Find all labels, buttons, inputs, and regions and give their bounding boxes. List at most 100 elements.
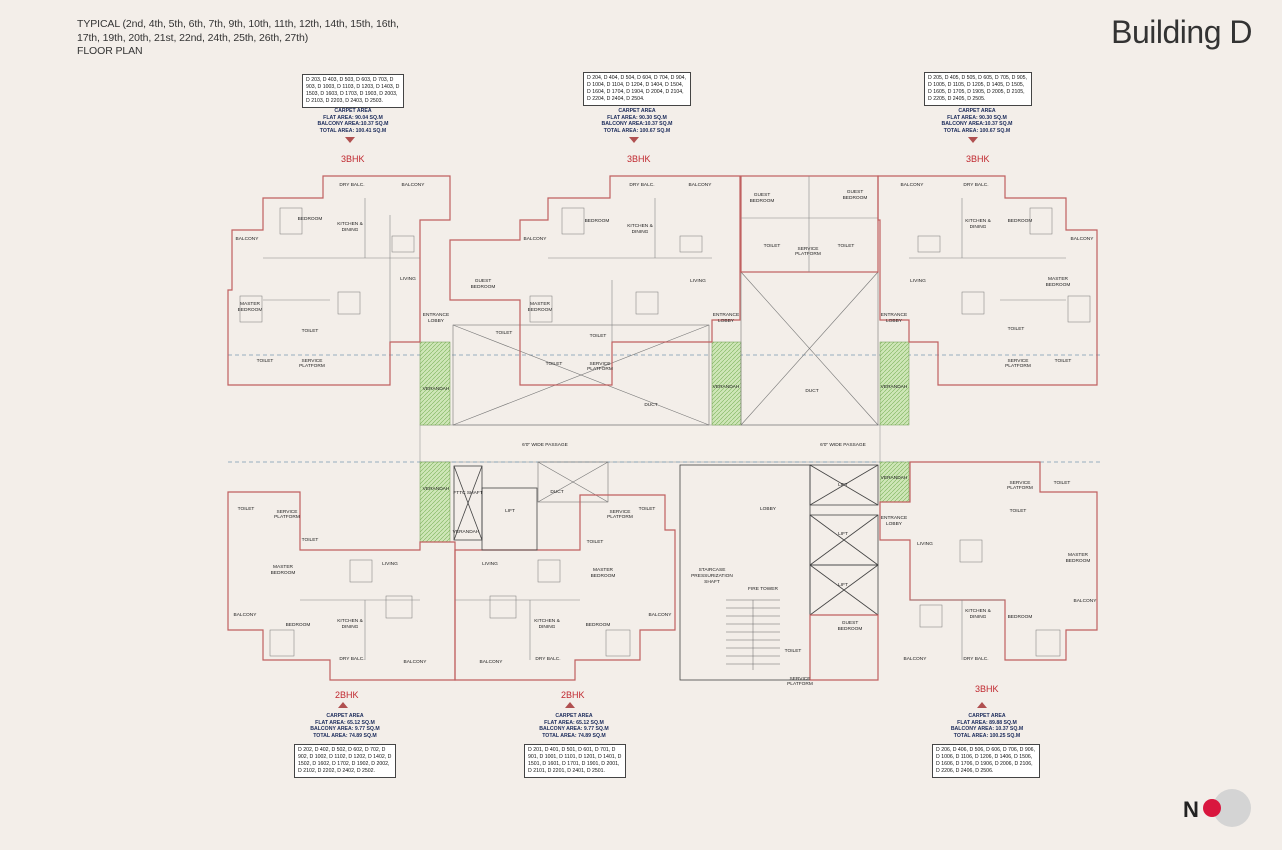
balcony-area: BALCONY AREA: 9.77 SQ.M [310, 726, 380, 732]
carpet-label: CARPET AREA [334, 108, 372, 114]
svg-text:DINING: DINING [342, 227, 359, 233]
label-fttc: FTTC SHAFT [453, 490, 482, 496]
area-bottom-mid: CARPET AREA FLAT AREA: 65.12 SQ.M BALCON… [519, 713, 629, 739]
label-balcony-tl2: BALCONY [236, 236, 260, 242]
label-passage-2: 6'0" WIDE PASSAGE [820, 442, 866, 448]
svg-text:DINING: DINING [539, 624, 556, 630]
unit-list-top-right: D 205, D 405, D 505, D 605, D 705, D 905… [924, 72, 1032, 106]
unit-list-bottom-left: D 202, D 402, D 502, D 602, D 702, D 902… [294, 744, 396, 778]
label-balcony-bm: BALCONY [649, 612, 673, 618]
svg-text:SHAFT: SHAFT [704, 579, 720, 585]
svg-text:PLATFORM: PLATFORM [1007, 485, 1033, 491]
label-verandah-4: VERANDAH [423, 486, 450, 492]
central-passage [228, 354, 1100, 463]
total-area: TOTAL AREA: 100.25 SQ.M [953, 732, 1021, 739]
svg-text:PLATFORM: PLATFORM [795, 251, 821, 257]
label-service-bl: SERVICE [277, 509, 298, 515]
unit-type-bottom-mid: 2BHK [561, 690, 585, 700]
label-verandah-6: VERANDAH [881, 475, 908, 481]
svg-text:BEDROOM: BEDROOM [1046, 282, 1071, 288]
label-guest-c2: GUEST [847, 189, 864, 195]
label-service-br0: SERVICE [790, 676, 811, 682]
svg-text:LOBBY: LOBBY [886, 318, 903, 324]
label-guest-tm: GUEST [475, 278, 492, 284]
flat-area: FLAT AREA: 89.88 SQ.M [957, 719, 1017, 726]
label-balcony-tm: BALCONY [689, 182, 713, 188]
building-name: Building D [1111, 14, 1252, 50]
label-kitchen-tr: KITCHEN & [965, 218, 991, 224]
label-living-bm: LIVING [482, 561, 498, 567]
label-entrance-2: ENTRANCE [713, 312, 739, 318]
svg-text:PLATFORM: PLATFORM [299, 363, 325, 369]
label-balcony-tr2: BALCONY [1071, 236, 1095, 242]
svg-text:BEDROOM: BEDROOM [591, 573, 616, 579]
label-kitchen-tm: KITCHEN & [627, 223, 653, 229]
flat-area: FLAT AREA: 90.30 SQ.M [607, 114, 667, 121]
total-area: TOTAL AREA: 100.67 SQ.M [603, 127, 671, 134]
label-dry-balc-tm: DRY BALC. [629, 182, 654, 188]
label-kitchen-br: KITCHEN & [965, 608, 991, 614]
svg-text:LOBBY: LOBBY [718, 318, 735, 324]
unit-type-top-mid: 3BHK [627, 154, 651, 164]
label-duct-1: DUCT [644, 402, 657, 408]
unit-bottom-right-walls [809, 461, 1098, 681]
balcony-area: BALCONY AREA: 10.37 SQ.M [950, 726, 1024, 732]
svg-text:BEDROOM: BEDROOM [838, 626, 863, 632]
label-staircase: STAIRCASE [699, 567, 726, 573]
flat-area: FLAT AREA: 90.30 SQ.M [947, 114, 1007, 121]
title-line-2: 17th, 19th, 20th, 21st, 22nd, 24th, 25th… [77, 31, 309, 44]
label-balcony-bl2: BALCONY [404, 659, 428, 665]
svg-text:DINING: DINING [970, 614, 987, 620]
balcony-area: BALCONY AREA:10.37 SQ.M [317, 121, 389, 127]
label-toilet-c1: TOILET [764, 243, 781, 249]
title-line-3: FLOOR PLAN [77, 45, 143, 57]
label-dry-balc-bl: DRY BALC. [339, 656, 364, 662]
label-fire-tower: FIRE TOWER [748, 586, 778, 592]
svg-text:PLATFORM: PLATFORM [274, 514, 300, 520]
label-verandah-1: VERANDAH [423, 386, 450, 392]
svg-text:DINING: DINING [970, 224, 987, 230]
label-dry-balc-tr: DRY BALC. [963, 182, 988, 188]
svg-text:BEDROOM: BEDROOM [843, 195, 868, 201]
total-area: TOTAL AREA: 74.89 SQ.M [313, 732, 377, 739]
label-lift-4: LIFT [838, 582, 848, 588]
svg-text:LOBBY: LOBBY [428, 318, 445, 324]
label-living-tr: LIVING [910, 278, 926, 284]
label-service-c: SERVICE [798, 246, 819, 252]
label-bedroom-tm: BEDROOM [585, 218, 610, 224]
label-bedroom-br: BEDROOM [1008, 614, 1033, 620]
north-compass: N [1183, 789, 1253, 829]
label-toilet-tm3: TOILET [546, 361, 563, 367]
label-dry-balc-tl: DRY BALC. [339, 182, 364, 188]
balcony-area: BALCONY AREA:10.37 SQ.M [941, 121, 1013, 127]
unit-type-top-left: 3BHK [341, 154, 365, 164]
label-duct-3: DUCT [550, 489, 563, 495]
label-service-tr: SERVICE [1008, 358, 1029, 364]
area-top-left: CARPET AREA FLAT AREA: 90.04 SQ.M BALCON… [298, 108, 408, 134]
label-living-tm: LIVING [690, 278, 706, 284]
label-kitchen-bl: KITCHEN & [337, 618, 363, 624]
label-toilet-br0: TOILET [785, 648, 802, 654]
unit-top-mid-walls [449, 175, 741, 386]
label-balcony-tl: BALCONY [402, 182, 426, 188]
label-service-tm: SERVICE [590, 361, 611, 367]
unit-type-bottom-right: 3BHK [975, 684, 999, 694]
guest-bedrooms-top [740, 175, 879, 273]
svg-text:BEDROOM: BEDROOM [471, 284, 496, 290]
label-bedroom-bm: BEDROOM [586, 622, 611, 628]
label-service-tl: SERVICE [302, 358, 323, 364]
unit-type-top-right: 3BHK [966, 154, 990, 164]
label-mbed-br: MASTER [1068, 552, 1089, 558]
carpet-label: CARPET AREA [958, 108, 996, 114]
carpet-label: CARPET AREA [326, 713, 364, 719]
furniture [239, 207, 1091, 657]
lift-core [453, 464, 879, 681]
svg-text:DINING: DINING [342, 624, 359, 630]
label-service-bm: SERVICE [610, 509, 631, 515]
label-service-br: SERVICE [1010, 480, 1031, 486]
label-mbed-tl: MASTER [240, 301, 261, 307]
balcony-area: BALCONY AREA: 9.77 SQ.M [539, 726, 609, 732]
title-line-1: TYPICAL (2nd, 4th, 5th, 6th, 7th, 9th, 1… [77, 18, 399, 30]
label-dry-balc-bm: DRY BALC. [535, 656, 560, 662]
